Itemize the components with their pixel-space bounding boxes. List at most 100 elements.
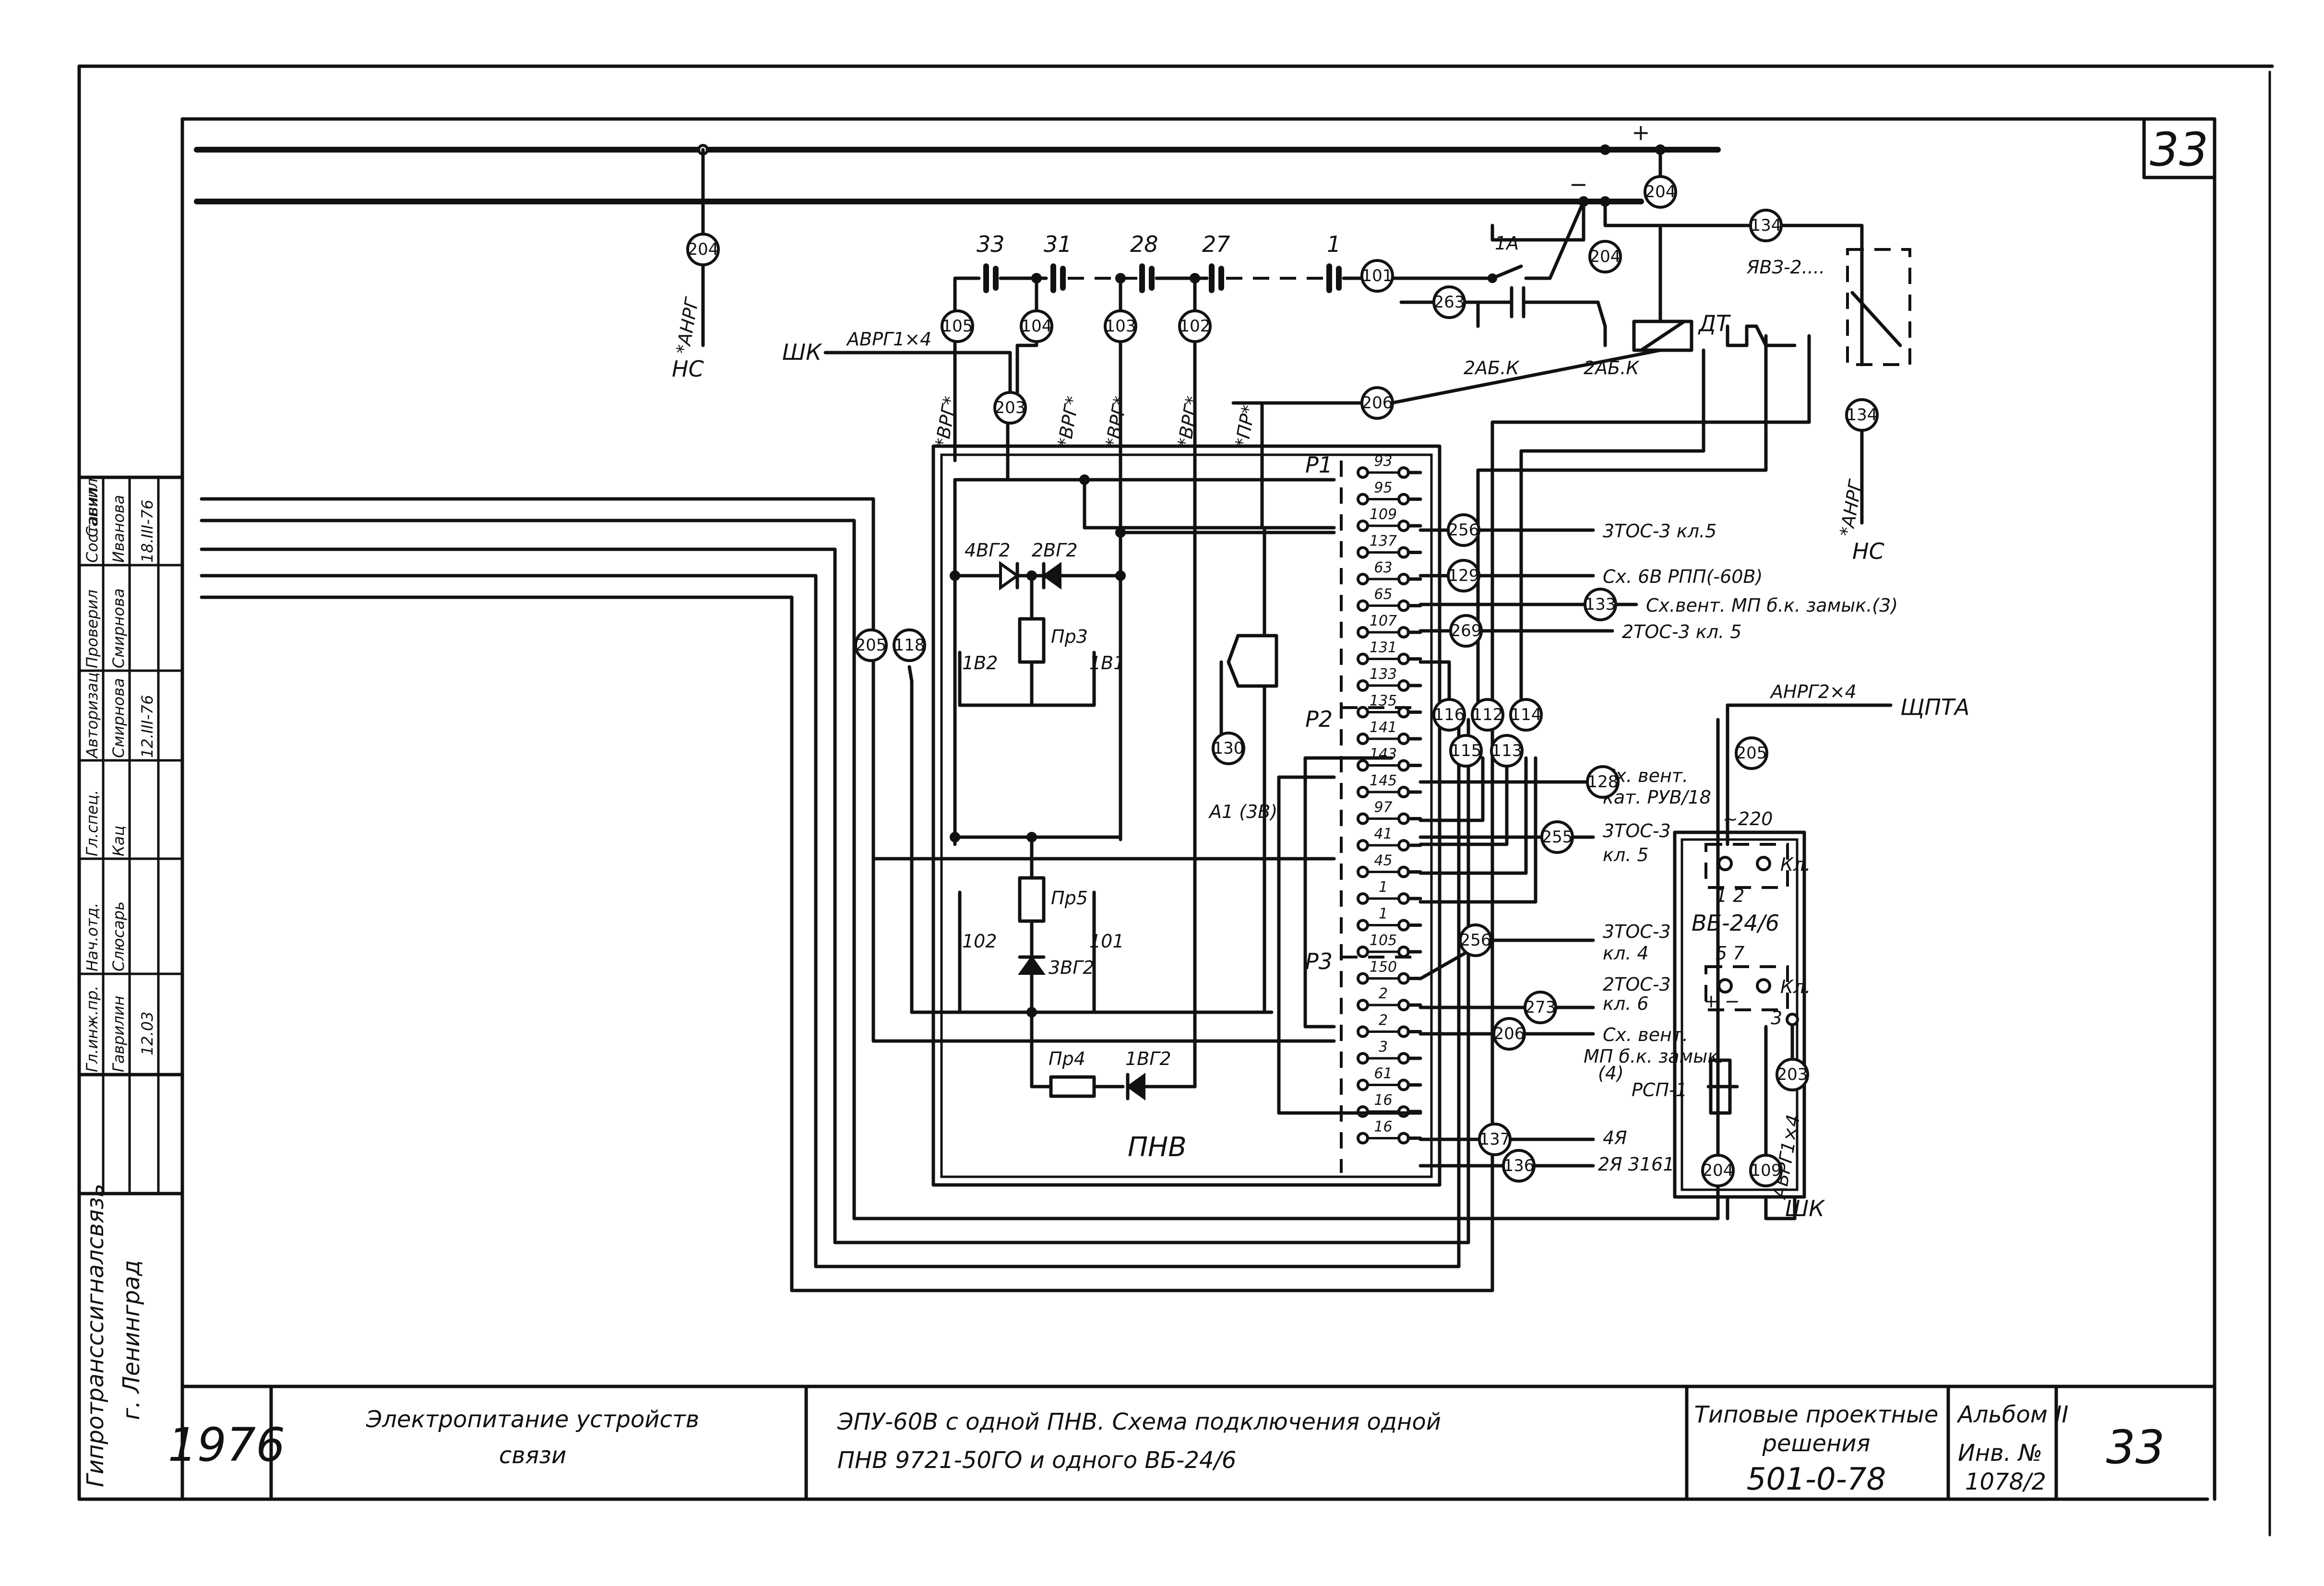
anrg2x4-label: АНРГ2×4	[1769, 681, 1857, 702]
wire-marker-number: 269	[1451, 621, 1482, 640]
terminal-screw-left	[1357, 1052, 1369, 1065]
terminal-screw-left	[1357, 546, 1369, 559]
terminal-row: 145	[1357, 772, 1422, 798]
stamp-role-3: Авторизац.	[83, 667, 101, 759]
wire-marker-circle	[1490, 734, 1524, 768]
terminal-number: 61	[1374, 1065, 1392, 1082]
wire-marker-circle	[1644, 175, 1677, 209]
title-block: 1976 Электропитание устройств связи ЭПУ-…	[168, 1385, 2217, 1501]
wire-marker-number: 113	[1491, 741, 1523, 760]
wire-marker-circle	[1524, 991, 1557, 1024]
wire-marker-circle	[1845, 398, 1879, 432]
shk-right-label: ШК	[1785, 1195, 1825, 1221]
dest-206b: МП б.к. замык.	[1584, 1046, 1724, 1067]
terminal-row: 107	[1357, 613, 1422, 639]
terminal-screw-left	[1357, 599, 1369, 612]
wire-marker-number: 105	[942, 317, 973, 336]
terminal-number: 1	[1379, 879, 1388, 896]
wire-marker-circle	[1502, 1149, 1536, 1183]
dest-269: 2ТОС-3 кл. 5	[1622, 621, 1741, 642]
dest-255b: кл. 5	[1603, 844, 1649, 865]
term-1v1: 1В1	[1089, 652, 1125, 674]
series-1: Типовые проектные	[1694, 1401, 1939, 1428]
anrg-left-label: *АНРГ	[672, 295, 703, 355]
vb-57-label: 5 7	[1716, 943, 1744, 964]
terminal-number: 1	[1379, 906, 1388, 923]
wire-marker-circle	[1360, 259, 1394, 293]
terminal-row: 97	[1357, 799, 1422, 825]
dest-256b-b: кл. 4	[1603, 943, 1649, 964]
terminal-row: 2	[1357, 1012, 1422, 1038]
rsp-label: РСП-1	[1632, 1079, 1687, 1101]
vrg-3: *ВРГ*	[1102, 394, 1132, 449]
vrg-2: *ВРГ*	[1054, 394, 1084, 449]
stamp-role-5: Составил	[83, 487, 101, 563]
corner-number-text: 33	[2150, 123, 2208, 177]
vrg-4: *ВРГ*	[1174, 394, 1204, 449]
terminal-screw-left	[1357, 786, 1369, 798]
terminal-screw-left	[1357, 493, 1369, 506]
organization-city: г. Ленинград	[118, 1260, 145, 1420]
dest-273a: 2ТОС-3	[1603, 974, 1671, 995]
terminal-screw-left	[1357, 573, 1369, 585]
terminal-row: 1	[1357, 879, 1422, 905]
terminal-screw-left	[1357, 919, 1369, 932]
terminal-number: 2	[1379, 985, 1388, 1002]
inv-number: 1078/2	[1965, 1468, 2046, 1495]
wire-marker-number: 203	[1777, 1065, 1808, 1084]
terminal-row: 63	[1357, 559, 1422, 585]
terminal-number: 45	[1374, 852, 1392, 869]
minus-bus-label: −	[1569, 171, 1588, 197]
terminal-number: 107	[1370, 613, 1397, 629]
diode-1vg2: 1ВГ2	[1125, 1048, 1171, 1069]
terminal-screw-left	[1357, 892, 1369, 905]
fuse-pr4: Пр4	[1049, 1048, 1085, 1069]
stamp-name-2: Кац	[109, 826, 128, 856]
sheet-frame	[77, 64, 2274, 1537]
wire-marker-number: 137	[1479, 1130, 1511, 1149]
wire-marker-number: 102	[1180, 317, 1211, 336]
page-number: 33	[2106, 1420, 2165, 1474]
wire-marker-circle	[893, 628, 926, 662]
term-1v2: 1В2	[962, 652, 998, 674]
vb-pm-label: + −	[1704, 991, 1740, 1012]
wire-marker-circle	[1509, 698, 1543, 732]
wire-marker-circle	[1492, 1017, 1526, 1051]
terminal-strip: 9395109137636510713113313514114314597414…	[1357, 453, 1422, 1145]
pnv-label: ПНВ	[1128, 1132, 1187, 1163]
vb-kl2-label: Кл.	[1780, 976, 1811, 997]
wire-marker-number: 204	[1590, 247, 1621, 266]
wire-marker-circle	[1449, 734, 1483, 768]
terminal-number: 97	[1374, 799, 1392, 816]
wire-marker-circle	[1459, 923, 1492, 957]
terminal-number: 65	[1374, 586, 1392, 603]
terminal-screw-left	[1357, 972, 1369, 985]
terminal-screw-left	[1357, 999, 1369, 1011]
stamp-name-1: Слюсарь	[109, 901, 128, 971]
wire-marker-number: 204	[1703, 1161, 1734, 1180]
wire-marker-number: 134	[1751, 216, 1782, 235]
stamp-role-6: Санчил	[83, 478, 101, 537]
wire-marker-number: 112	[1472, 705, 1503, 724]
wire-marker-circle	[1749, 1154, 1783, 1187]
dest-128b: кат. РУВ/18	[1603, 787, 1711, 808]
terminal-screw-left	[1357, 466, 1369, 479]
battery-28: 28	[1130, 231, 1158, 257]
wire-marker-number: 114	[1511, 705, 1542, 724]
terminal-screw-left	[1357, 1078, 1369, 1091]
wire-marker-number: 104	[1021, 317, 1052, 336]
drawing-title-1: ЭПУ-60В с одной ПНВ. Схема подключения о…	[837, 1408, 1441, 1435]
dest-255a: 3ТОС-3	[1603, 820, 1671, 841]
wire-marker-number: 134	[1847, 405, 1878, 425]
vb-220-label: ~220	[1723, 808, 1773, 829]
terminal-row: 137	[1357, 533, 1422, 559]
terminal-number: 16	[1374, 1119, 1392, 1136]
wire-marker-number: 115	[1451, 741, 1482, 760]
wire-marker-number: 116	[1434, 705, 1465, 724]
p3-label: Р3	[1305, 948, 1333, 974]
dest-206c: (4)	[1598, 1063, 1624, 1084]
stamp-name-3: Смирнова	[109, 678, 128, 758]
stamp-role-0: Гл.инж.пр.	[83, 985, 101, 1072]
